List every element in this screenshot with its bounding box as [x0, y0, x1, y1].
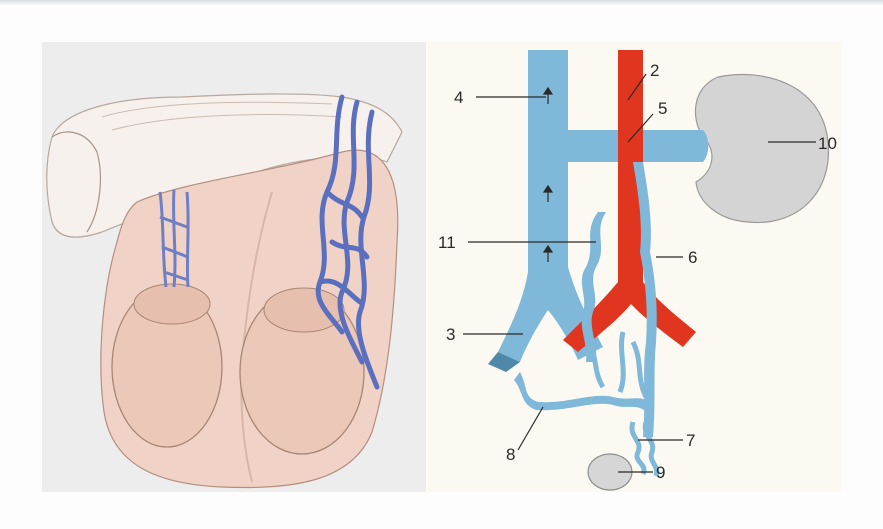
- left-kidney: [695, 75, 828, 223]
- label-10: 10: [818, 134, 837, 153]
- label-6: 6: [688, 248, 697, 267]
- aorta: [563, 50, 696, 352]
- schematic-panel: 4 2 5 10 11 6 3 7 8 9: [428, 42, 841, 492]
- right-epididymis-head: [264, 288, 344, 332]
- label-4: 4: [454, 88, 463, 107]
- top-edge: [0, 0, 883, 6]
- left-epididymis-head: [134, 284, 210, 324]
- label-3: 3: [446, 325, 455, 344]
- label-11: 11: [438, 233, 456, 252]
- label-5: 5: [658, 99, 667, 118]
- venous-schematic: 4 2 5 10 11 6 3 7 8 9: [428, 42, 841, 492]
- cremasteric-vein: [514, 372, 653, 414]
- right-testicular-vein: [582, 212, 606, 362]
- label-9: 9: [656, 463, 665, 482]
- varicocele-illustration: [42, 42, 426, 492]
- label-8: 8: [506, 445, 515, 464]
- label-7: 7: [686, 431, 695, 450]
- illustration-panel: [42, 42, 426, 492]
- label-2: 2: [650, 61, 659, 80]
